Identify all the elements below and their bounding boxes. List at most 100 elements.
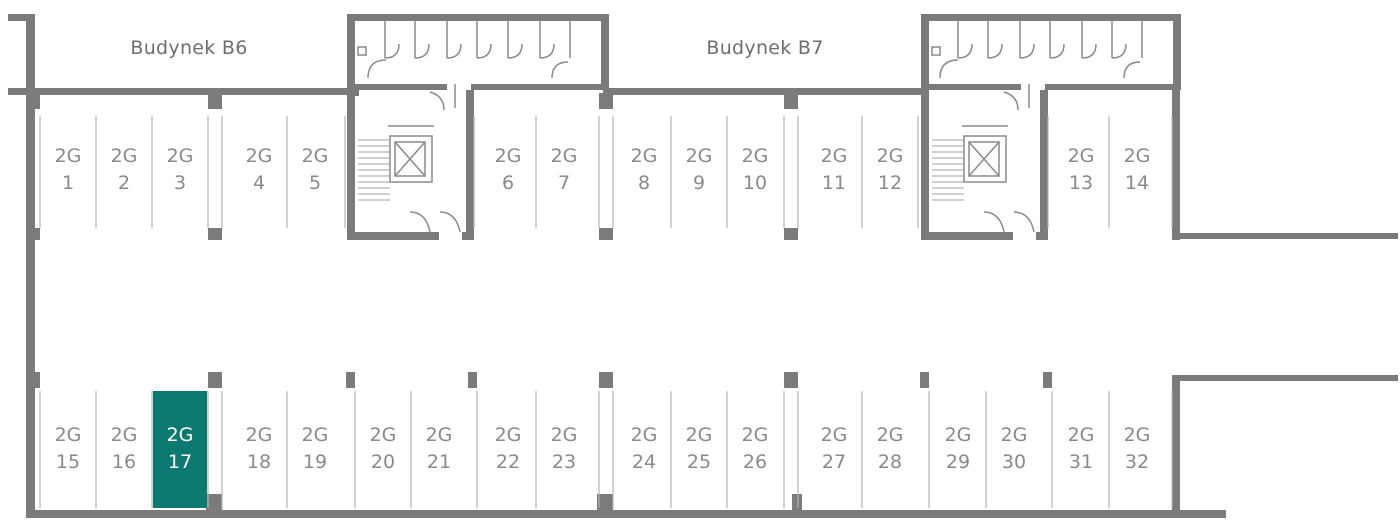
spot-number: 3 [174, 172, 186, 194]
spot-prefix: 2G [495, 424, 522, 446]
spot-area[interactable] [987, 391, 1041, 508]
parking-spot-4[interactable]: 2G4 [232, 116, 286, 228]
spot-prefix: 2G [686, 145, 713, 167]
spot-prefix: 2G [302, 145, 329, 167]
parking-spot-9[interactable]: 2G9 [672, 116, 726, 228]
spot-number: 31 [1069, 451, 1093, 473]
spot-prefix: 2G [631, 424, 658, 446]
core-b6 [347, 14, 609, 240]
parking-spot-7[interactable]: 2G7 [537, 116, 591, 228]
spot-area[interactable] [97, 391, 151, 508]
spot-number: 25 [687, 451, 711, 473]
spot-prefix: 2G [495, 145, 522, 167]
selected-spot-highlight[interactable] [153, 391, 207, 508]
spot-prefix: 2G [821, 145, 848, 167]
spot-prefix: 2G [302, 424, 329, 446]
spot-number: 21 [427, 451, 451, 473]
spot-number: 6 [502, 172, 514, 194]
spot-number: 23 [552, 451, 576, 473]
parking-spot-3[interactable]: 2G3 [153, 116, 207, 228]
parking-spot-2[interactable]: 2G2 [97, 116, 151, 228]
spot-area[interactable] [728, 391, 782, 508]
spot-number: 7 [558, 172, 570, 194]
spot-area[interactable] [356, 391, 410, 508]
spot-number: 10 [743, 172, 767, 194]
spot-area[interactable] [1110, 391, 1164, 508]
spot-prefix: 2G [742, 424, 769, 446]
spot-prefix: 2G [167, 424, 194, 446]
spot-number: 14 [1125, 172, 1149, 194]
spot-area[interactable] [288, 391, 342, 508]
spot-prefix: 2G [246, 145, 273, 167]
spot-prefix: 2G [686, 424, 713, 446]
spot-number: 32 [1125, 451, 1149, 473]
spot-number: 4 [253, 172, 265, 194]
spot-prefix: 2G [551, 424, 578, 446]
spot-prefix: 2G [821, 424, 848, 446]
spot-prefix: 2G [246, 424, 273, 446]
spot-prefix: 2G [370, 424, 397, 446]
spot-number: 19 [303, 451, 327, 473]
spot-number: 24 [632, 451, 656, 473]
spot-area[interactable] [412, 391, 466, 508]
spot-prefix: 2G [551, 145, 578, 167]
spot-prefix: 2G [1068, 145, 1095, 167]
spot-area[interactable] [537, 391, 591, 508]
spot-area[interactable] [672, 391, 726, 508]
parking-spot-8[interactable]: 2G8 [617, 116, 671, 228]
spot-prefix: 2G [945, 424, 972, 446]
spot-number: 8 [638, 172, 650, 194]
spot-number: 22 [496, 451, 520, 473]
spot-area[interactable] [863, 391, 917, 508]
spot-number: 12 [878, 172, 902, 194]
spot-area[interactable] [481, 391, 535, 508]
spot-number: 16 [112, 451, 136, 473]
spot-number: 5 [309, 172, 321, 194]
spot-prefix: 2G [1124, 424, 1151, 446]
parking-spot-5[interactable]: 2G5 [288, 116, 342, 228]
spot-area[interactable] [617, 391, 671, 508]
spot-number: 28 [878, 451, 902, 473]
parking-spot-1[interactable]: 2G1 [41, 116, 95, 228]
spot-prefix: 2G [1068, 424, 1095, 446]
spot-area[interactable] [1054, 391, 1108, 508]
spot-number: 15 [56, 451, 80, 473]
parking-spots: 2G12G22G32G42G52G62G72G82G92G102G112G122… [41, 116, 1164, 508]
spot-prefix: 2G [111, 145, 138, 167]
spot-prefix: 2G [1124, 145, 1151, 167]
spot-number: 1 [62, 172, 74, 194]
spot-area[interactable] [931, 391, 985, 508]
spot-prefix: 2G [742, 145, 769, 167]
parking-spot-6[interactable]: 2G6 [481, 116, 535, 228]
spot-area[interactable] [41, 391, 95, 508]
building-label-b7: Budynek B7 [706, 37, 823, 59]
spot-number: 11 [822, 172, 846, 194]
spot-area[interactable] [807, 391, 861, 508]
spot-number: 20 [371, 451, 395, 473]
spot-area[interactable] [232, 391, 286, 508]
